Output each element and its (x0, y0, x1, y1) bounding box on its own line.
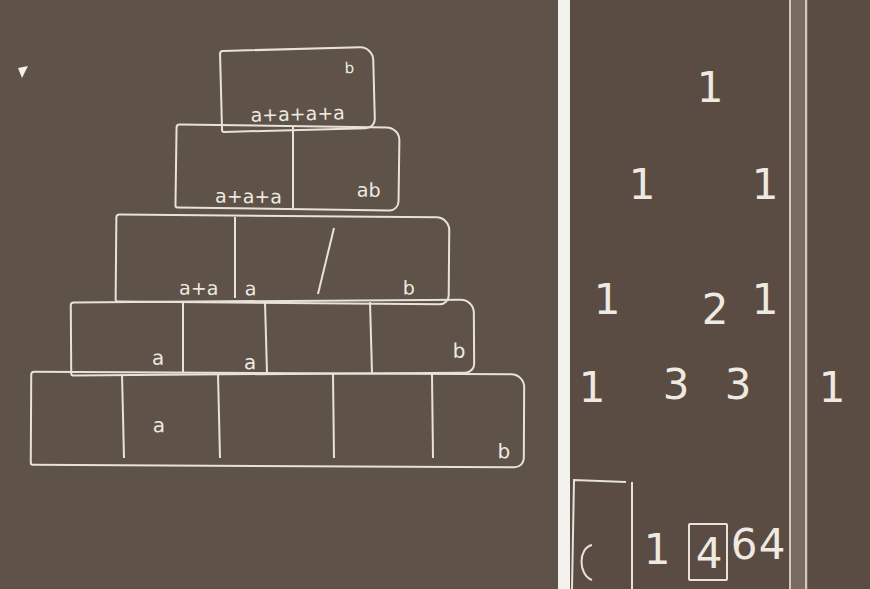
pascal-number: 4 (696, 533, 723, 575)
divider (370, 302, 372, 373)
right-board (570, 0, 870, 589)
pascal-number: 1 (697, 67, 724, 109)
divider (432, 374, 433, 458)
chalk-term: a+a+a (215, 186, 282, 206)
divider (218, 374, 220, 458)
chalk-term: a (244, 352, 256, 372)
chalk-term: a (153, 415, 165, 435)
chalk-term: a (152, 348, 164, 368)
chalk-term: b (403, 279, 415, 298)
chalk-term: a+a+a+a (250, 103, 345, 124)
pascal-number: 1 (644, 529, 671, 571)
divider (265, 302, 267, 373)
pascal-number: 6 (731, 524, 758, 566)
divider (292, 127, 294, 208)
divider (122, 374, 124, 458)
pascal-number: 3 (663, 364, 690, 406)
panel-gap (558, 0, 570, 589)
chalk-term: a+a (179, 279, 218, 298)
boxed-number: 4 (688, 523, 728, 581)
pascal-number: 1 (752, 164, 779, 206)
chalk-term: b (345, 61, 355, 76)
pascal-number: 1 (819, 367, 846, 409)
pyramid-row: a+a+a ab (174, 123, 400, 211)
partial-digit (582, 545, 593, 580)
board-seam (789, 0, 808, 589)
seam-line (789, 0, 791, 589)
pascal-number: 3 (725, 364, 752, 406)
pascal-number: 1 (752, 279, 779, 321)
seam-line (805, 0, 807, 589)
pyramid-row: aab (70, 299, 476, 377)
pyramid-row: a+a a b (115, 214, 451, 306)
divider (318, 228, 334, 294)
partial-box (572, 480, 632, 589)
pascal-number: 4 (759, 524, 786, 566)
pascal-number: 2 (702, 289, 729, 331)
chalk-term: b (497, 441, 510, 461)
pyramid-row: ab (30, 371, 525, 469)
divider (182, 302, 184, 373)
pascal-number: 1 (579, 367, 606, 409)
divider (234, 217, 236, 298)
cell-dividers (122, 127, 433, 458)
chalk-term: ab (357, 180, 381, 199)
left-board (0, 0, 558, 589)
chalk-term: a (245, 279, 257, 298)
chalk-term: b (453, 341, 466, 361)
chalk-mark (18, 66, 28, 78)
divider (333, 374, 334, 458)
pascal-number: 1 (629, 164, 656, 206)
pyramid-row: b a+a+a+a (219, 46, 376, 133)
pascal-number: 1 (594, 279, 621, 321)
